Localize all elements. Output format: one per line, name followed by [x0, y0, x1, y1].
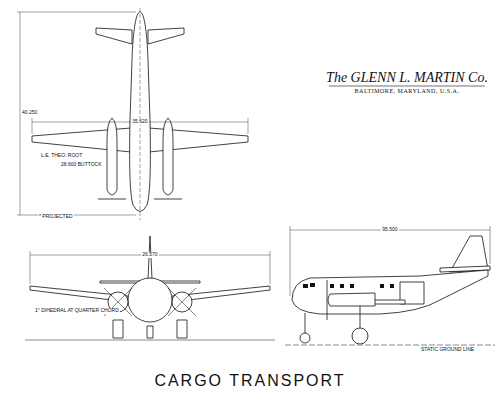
dimension-text: 95.500 [381, 227, 398, 233]
company-address: BALTIMORE, MARYLAND, U.S.A. [355, 88, 460, 95]
dimension-text: 26.570 [141, 252, 158, 258]
sheet-title: CARGO TRANSPORT [154, 372, 345, 390]
dimension-text: 40.250 [21, 110, 38, 116]
reference-note: L.E. THEO. ROOT [40, 153, 83, 159]
reference-note: 28.600 BUTTOCK [60, 162, 102, 168]
company-name: The GLENN L. MARTIN Co. [326, 70, 488, 85]
dihedral-note: 1° DIHEDRAL AT QUARTER CHORD [34, 308, 120, 314]
ground-line-label: STATIC GROUND LINE [420, 347, 475, 353]
note-text: * PROJECTED [38, 214, 74, 220]
dimension-text: 35.620 [131, 119, 148, 125]
